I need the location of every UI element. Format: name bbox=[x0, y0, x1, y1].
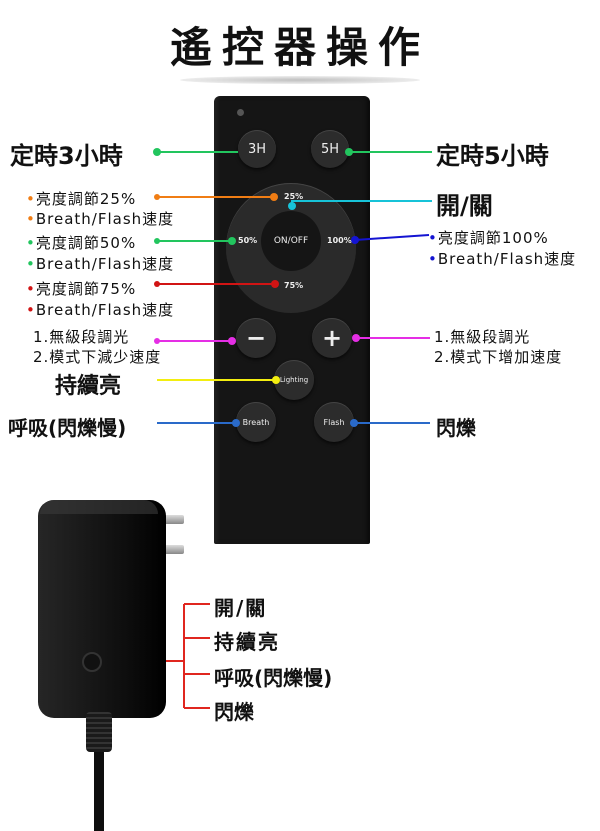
page-title: 遙控器操作 bbox=[169, 23, 430, 72]
adapter-prong-bottom bbox=[150, 545, 184, 554]
label-breath: 呼吸(閃爍慢) bbox=[8, 416, 127, 440]
label-speed-50: •Breath/Flash速度 bbox=[26, 255, 175, 273]
cable-plug bbox=[86, 712, 112, 752]
label-onoff: 開/關 bbox=[436, 192, 493, 220]
label-plus-1: 1.無級段調光 bbox=[434, 328, 531, 346]
title-shadow bbox=[180, 76, 420, 84]
label-brightness-25-text: 亮度調節25% bbox=[35, 190, 137, 208]
brightness-75-button[interactable]: 75% bbox=[284, 281, 304, 290]
adapter-button[interactable] bbox=[82, 652, 102, 672]
label-speed-100: •Breath/Flash速度 bbox=[428, 250, 577, 268]
label-plus-2: 2.模式下增加速度 bbox=[434, 348, 563, 366]
label-speed-75: •Breath/Flash速度 bbox=[26, 301, 175, 319]
adapter-label-flash: 閃爍 bbox=[214, 700, 254, 724]
label-brightness-50: •亮度調節50% bbox=[26, 234, 137, 252]
lighting-button[interactable]: Lighting bbox=[274, 360, 314, 400]
adapter-prong-top bbox=[150, 515, 184, 524]
timer-3h-button[interactable]: 3H bbox=[238, 130, 276, 168]
label-brightness-25: •亮度調節25% bbox=[26, 190, 137, 208]
label-speed-25: •Breath/Flash速度 bbox=[26, 210, 175, 228]
brightness-100-button[interactable]: 100% bbox=[327, 236, 352, 245]
remote-control bbox=[214, 96, 370, 544]
brightness-50-button[interactable]: 50% bbox=[238, 236, 258, 245]
increase-button[interactable]: + bbox=[312, 318, 352, 358]
label-minus-1: 1.無級段調光 bbox=[33, 328, 130, 346]
adapter-label-breath: 呼吸(閃爍慢) bbox=[214, 666, 333, 690]
label-timer-5h: 定時5小時 bbox=[436, 142, 549, 170]
label-flash: 閃爍 bbox=[436, 416, 476, 440]
adapter-label-onoff: 開/關 bbox=[214, 596, 268, 620]
power-adapter bbox=[38, 500, 166, 718]
timer-5h-button[interactable]: 5H bbox=[311, 130, 349, 168]
label-brightness-75: •亮度調節75% bbox=[26, 280, 137, 298]
label-speed-100-text: Breath/Flash速度 bbox=[437, 250, 577, 268]
decrease-button[interactable]: − bbox=[236, 318, 276, 358]
label-brightness-50-text: 亮度調節50% bbox=[35, 234, 137, 252]
label-brightness-100: •亮度調節100% bbox=[428, 229, 549, 247]
label-brightness-75-text: 亮度調節75% bbox=[35, 280, 137, 298]
adapter-highlight bbox=[40, 500, 158, 514]
label-brightness-100-text: 亮度調節100% bbox=[437, 229, 549, 247]
label-speed-25-text: Breath/Flash速度 bbox=[35, 210, 175, 228]
label-timer-3h: 定時3小時 bbox=[10, 142, 123, 170]
power-button[interactable]: ON/OFF bbox=[261, 211, 321, 271]
breath-button[interactable]: Breath bbox=[236, 402, 276, 442]
label-speed-75-text: Breath/Flash速度 bbox=[35, 301, 175, 319]
ir-sensor bbox=[237, 109, 244, 116]
flash-button[interactable]: Flash bbox=[314, 402, 354, 442]
label-minus-2: 2.模式下減少速度 bbox=[33, 348, 162, 366]
label-speed-50-text: Breath/Flash速度 bbox=[35, 255, 175, 273]
label-steady: 持續亮 bbox=[55, 374, 122, 399]
cable bbox=[94, 752, 104, 831]
adapter-label-steady: 持續亮 bbox=[214, 630, 280, 654]
brightness-25-button[interactable]: 25% bbox=[284, 192, 304, 201]
